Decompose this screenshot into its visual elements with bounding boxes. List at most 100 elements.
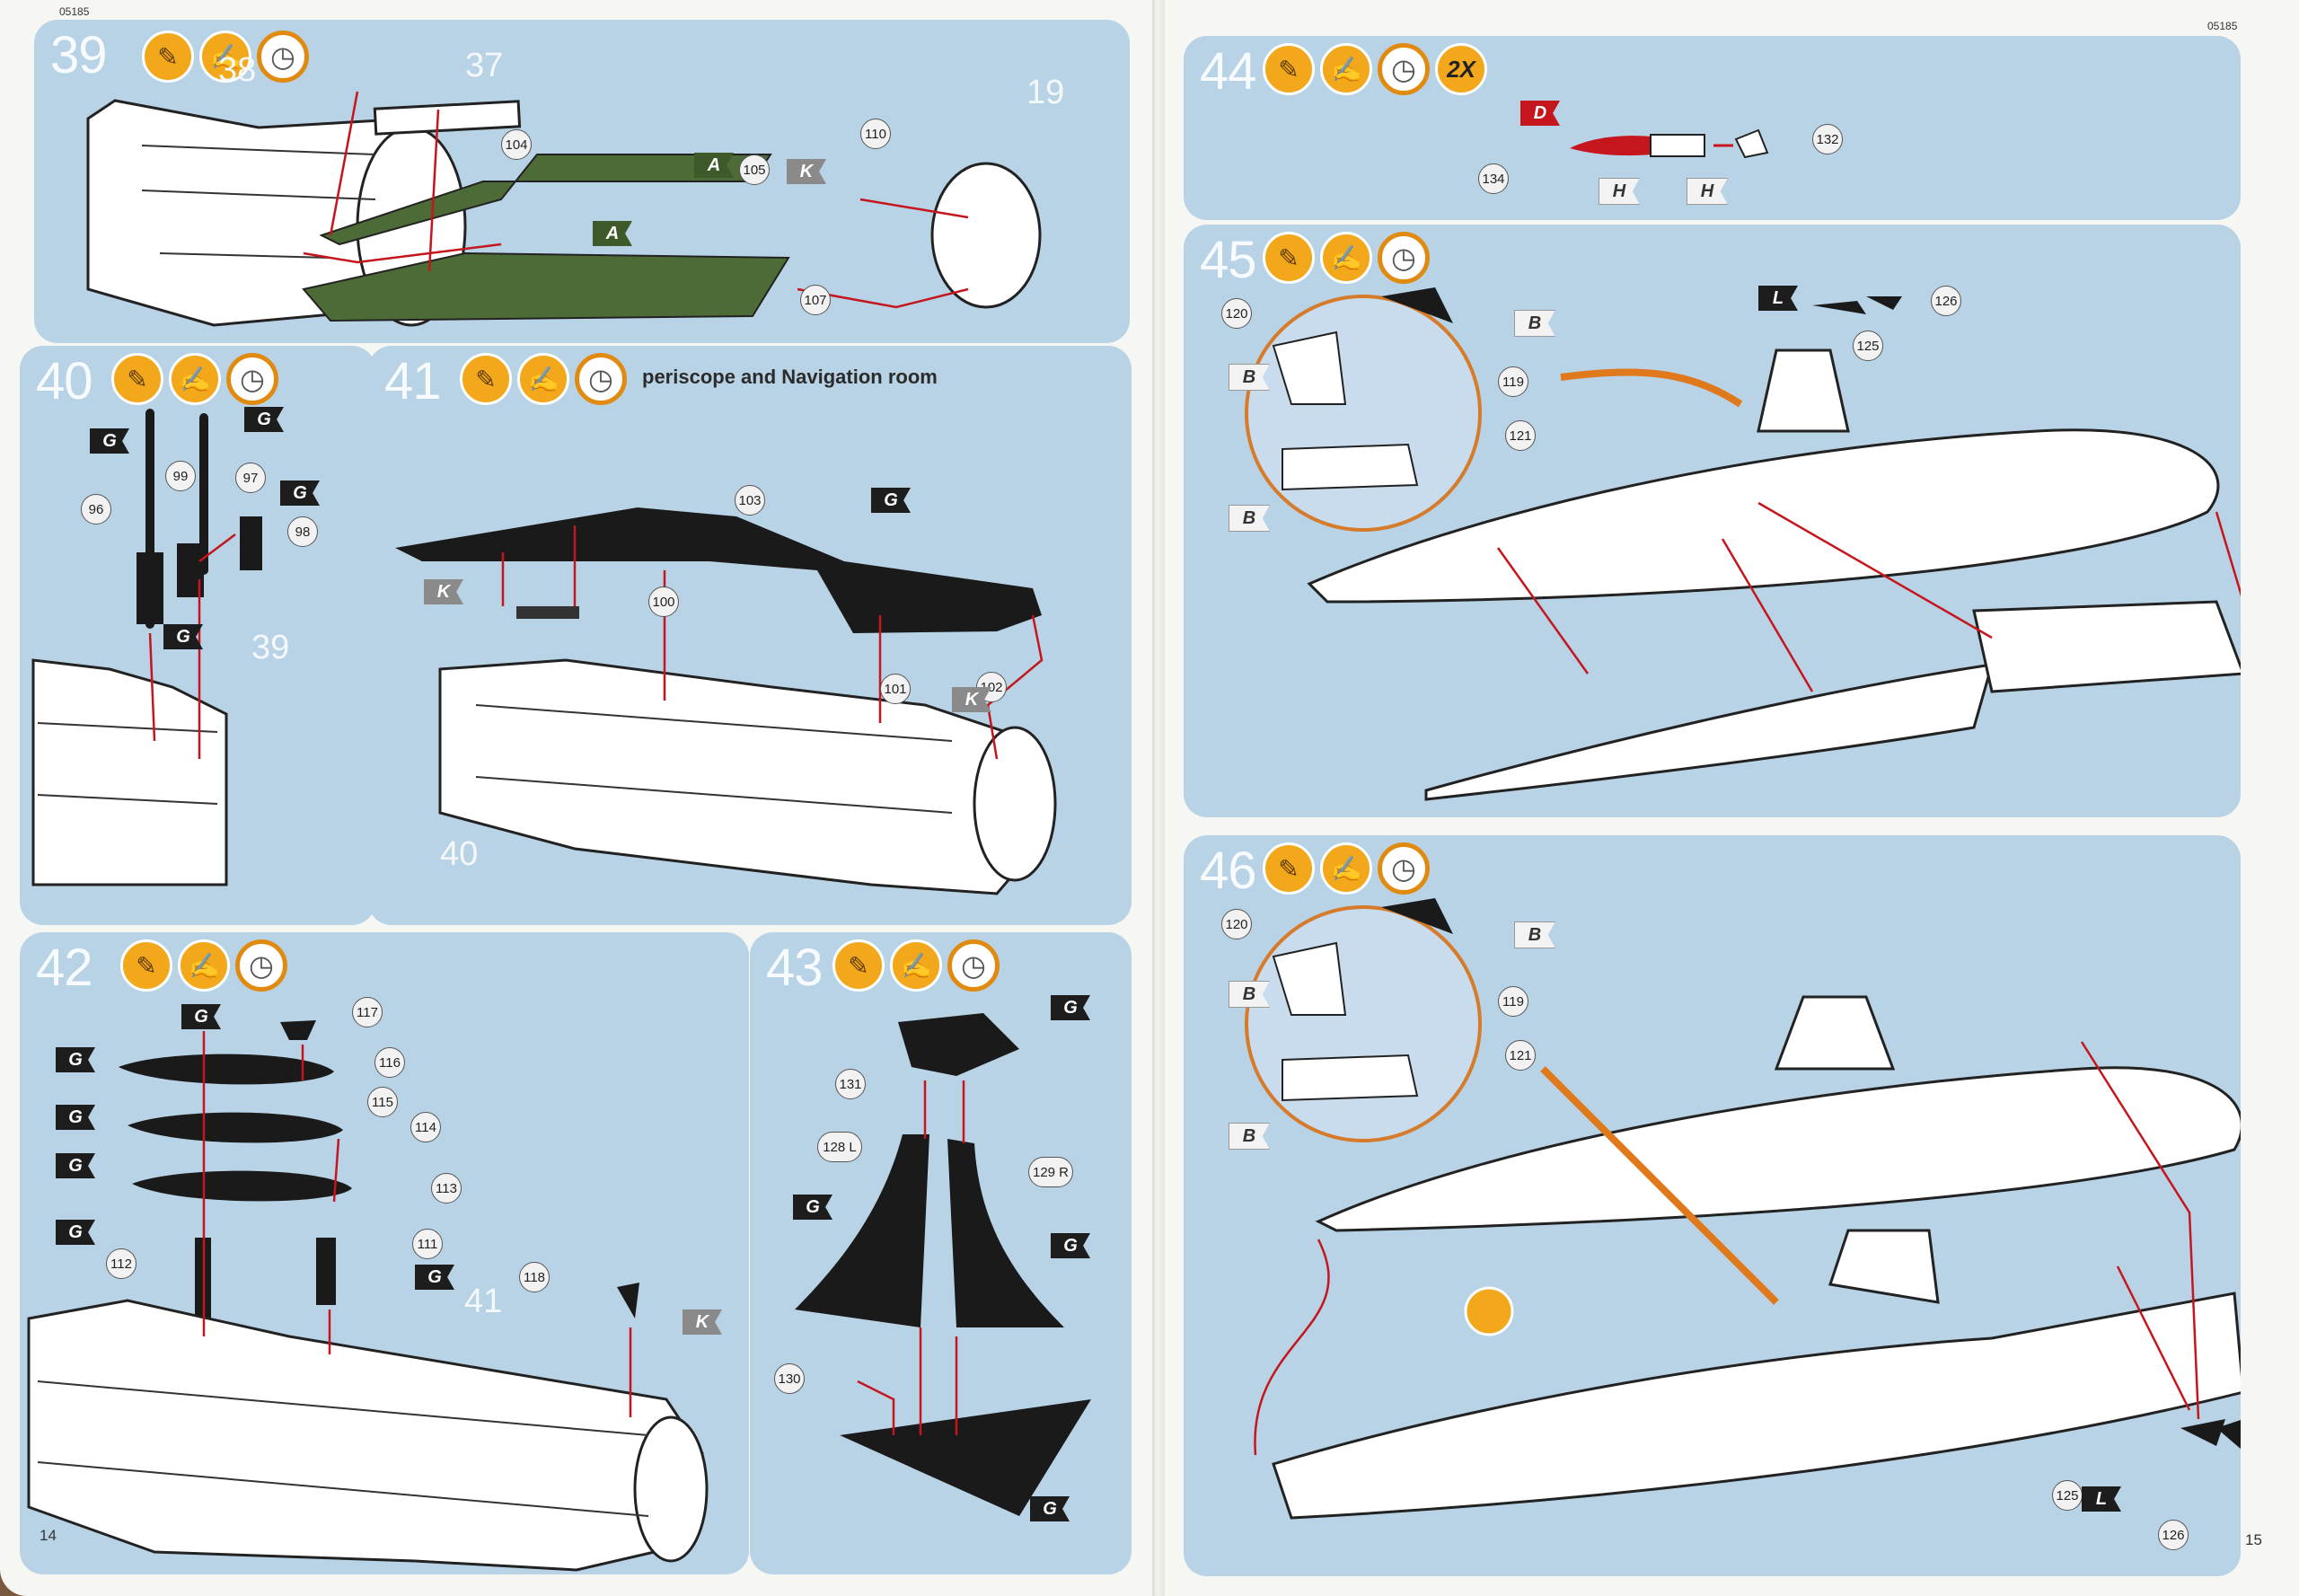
clock-icon: ◷ (1378, 43, 1430, 95)
part-119: 119 (1498, 366, 1528, 397)
part-120-b: 120 (1221, 909, 1252, 939)
step-41-panel: 41 ✎ ✍ ◷ periscope and Navigation room 4… (368, 346, 1132, 925)
step-number: 45 (1200, 231, 1257, 289)
part-98: 98 (287, 516, 318, 547)
step-42-drawing (27, 1020, 709, 1572)
color-tag-G-5: G (56, 1220, 95, 1245)
glue-icon: ✎ (1263, 43, 1315, 95)
paintbrush-icon: ✍ (199, 31, 251, 83)
paintbrush-icon: ✍ (517, 353, 569, 405)
paintbrush-icon: ✍ (169, 353, 221, 405)
paintbrush-icon: ✍ (1320, 43, 1372, 95)
part-128: 128 L (817, 1132, 862, 1162)
step-number: 41 (384, 352, 442, 410)
step-46-drawing (1245, 898, 2241, 1520)
color-tag-B: B (1514, 921, 1555, 948)
part-100: 100 (648, 586, 679, 617)
color-tag-H: H (1599, 178, 1640, 205)
step-number: 44 (1200, 42, 1257, 101)
step-39-drawing (86, 91, 1042, 327)
reference-37: 37 (465, 47, 504, 84)
part-129: 129 R (1028, 1157, 1073, 1187)
glue-icon: ✎ (1263, 232, 1315, 284)
part-126-b: 126 (2158, 1520, 2189, 1550)
part-118: 118 (519, 1262, 550, 1292)
step-43-drawing (795, 1013, 1091, 1516)
paintbrush-icon: ✍ (178, 939, 230, 992)
part-121-b: 121 (1505, 1040, 1536, 1071)
part-116: 116 (374, 1047, 405, 1078)
step-40-panel: 40 ✎ ✍ ◷ 39 96 99 97 98 G G G G (20, 346, 375, 925)
clock-icon: ◷ (257, 31, 309, 83)
color-tag-K-2: K (952, 687, 991, 712)
reference-38: 38 (218, 51, 257, 89)
part-134: 134 (1478, 163, 1509, 194)
code-left: 05185 (59, 5, 90, 18)
glue-icon: ✎ (1263, 842, 1315, 895)
part-111: 111 (412, 1229, 443, 1259)
part-131: 131 (835, 1069, 866, 1099)
glue-icon: ✎ (142, 31, 194, 83)
step-45-drawing (1245, 287, 2241, 801)
glue-icon: ✎ (120, 939, 172, 992)
color-tag-K: K (683, 1309, 722, 1335)
page-fold (1152, 0, 1165, 1596)
page-number-left: 14 (40, 1527, 57, 1544)
part-125-b: 125 (2052, 1480, 2083, 1511)
part-99: 99 (165, 461, 196, 491)
page-number-right: 15 (2245, 1531, 2262, 1548)
step-39-panel: 39 ✎ ✍ ◷ 38 37 19 104 105 107 110 A A K (34, 20, 1130, 343)
color-tag-G: G (1051, 995, 1090, 1020)
reference-39: 39 (251, 629, 290, 666)
color-tag-L: L (1758, 286, 1798, 311)
paintbrush-icon: ✍ (890, 939, 942, 992)
multiplier-badge: 2X (1435, 43, 1487, 95)
step-41-drawing (395, 507, 1057, 895)
color-tag-G-4: G (163, 624, 203, 649)
part-130: 130 (774, 1363, 805, 1394)
part-97: 97 (235, 463, 266, 493)
part-125: 125 (1853, 331, 1883, 361)
part-107: 107 (800, 285, 831, 315)
part-120: 120 (1221, 298, 1252, 329)
step-44-panel: 44 ✎ ✍ ◷ 2X 134 132 D H H (1184, 36, 2241, 220)
part-96: 96 (81, 494, 111, 525)
clock-icon: ◷ (575, 353, 627, 405)
step-number: 42 (36, 939, 93, 997)
step-number: 40 (36, 352, 93, 410)
paintbrush-icon: ✍ (1320, 232, 1372, 284)
clock-icon: ◷ (235, 939, 287, 992)
step-42-panel: 42 ✎ ✍ ◷ 41 117 116 115 114 113 111 112 … (20, 932, 749, 1574)
part-126: 126 (1931, 286, 1961, 316)
step-number: 43 (766, 939, 824, 997)
part-132: 132 (1812, 124, 1843, 154)
clock-icon: ◷ (226, 353, 278, 405)
step-45-panel: 45 ✎ ✍ ◷ 120 119 121 126 125 B B B L (1184, 225, 2241, 817)
step-number: 46 (1200, 842, 1257, 900)
step-caption: periscope and Navigation room (642, 366, 938, 388)
step-44-drawing (1570, 128, 1769, 159)
part-113: 113 (431, 1173, 462, 1204)
part-110: 110 (860, 119, 891, 149)
part-115: 115 (367, 1087, 398, 1117)
step-40-drawing (31, 409, 262, 886)
part-117: 117 (352, 997, 383, 1027)
reference-41: 41 (464, 1283, 503, 1320)
paintbrush-icon: ✍ (1320, 842, 1372, 895)
glue-icon: ✎ (460, 353, 512, 405)
step-number: 39 (50, 26, 108, 84)
color-tag-G-4: G (56, 1153, 95, 1178)
part-112: 112 (106, 1248, 137, 1279)
part-121: 121 (1505, 420, 1536, 451)
part-101: 101 (880, 674, 911, 704)
part-104: 104 (501, 129, 532, 160)
part-103: 103 (735, 485, 765, 516)
clock-icon: ◷ (1378, 232, 1430, 284)
glue-icon: ✎ (111, 353, 163, 405)
part-114: 114 (410, 1112, 441, 1142)
code-right: 05185 (2207, 20, 2238, 32)
reference-19: 19 (1026, 74, 1065, 111)
glue-icon: ✎ (832, 939, 885, 992)
step-43-panel: 43 ✎ ✍ ◷ 131 128 L 129 R 130 G G G G (750, 932, 1132, 1574)
step-46-panel: 46 ✎ ✍ ◷ 120 119 121 125 126 B B B L (1184, 835, 2241, 1576)
